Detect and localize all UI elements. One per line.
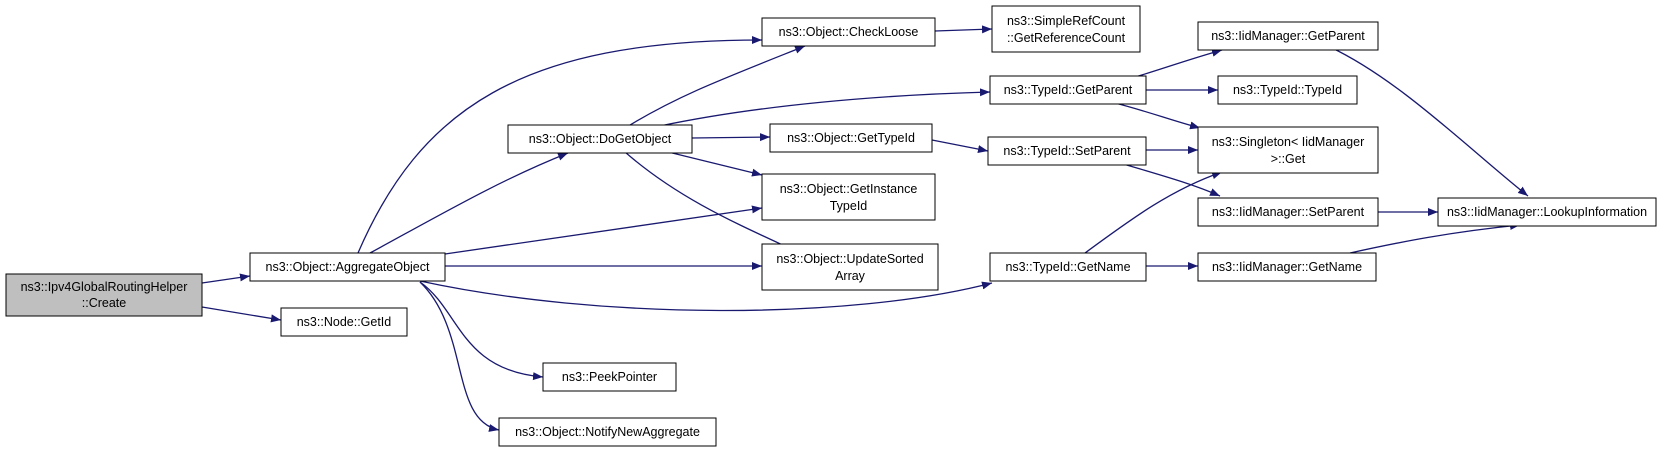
edge-create-getid: [201, 306, 282, 323]
node-label: ns3::IidManager::GetName: [1212, 260, 1362, 274]
node-label: ns3::PeekPointer: [562, 370, 657, 384]
node-label: ns3::Object::GetInstance: [780, 182, 918, 196]
nodes: ns3::Ipv4GlobalRoutingHelper ::Create ns…: [5, 5, 1657, 447]
node-label: ns3::Ipv4GlobalRoutingHelper: [21, 280, 188, 294]
node-label: ::Create: [82, 296, 127, 310]
edge-aggregate-dogetobject: [369, 152, 569, 254]
edge-tid-getparent-singleton: [1114, 102, 1201, 130]
node-label: ns3::IidManager::LookupInformation: [1447, 205, 1647, 219]
node-typeid-get-parent[interactable]: ns3::TypeId::GetParent: [989, 75, 1147, 105]
edge-aggregate-notify: [419, 281, 500, 432]
node-label: ns3::TypeId::SetParent: [1003, 144, 1131, 158]
edge-aggregate-tid-getname: [419, 280, 993, 312]
node-label: ns3::TypeId::GetParent: [1004, 83, 1133, 97]
edge-aggregate-getinstance: [444, 205, 763, 255]
node-label: ns3::Singleton< IidManager: [1212, 135, 1365, 149]
edge-dogetobject-checkloose: [629, 45, 806, 126]
node-get-type-id[interactable]: ns3::Object::GetTypeId: [769, 123, 933, 153]
edge-gettypeid-tid-setparent: [931, 139, 989, 153]
node-notify-new-aggregate[interactable]: ns3::Object::NotifyNewAggregate: [498, 417, 717, 447]
node-lookup-information[interactable]: ns3::IidManager::LookupInformation: [1437, 197, 1657, 227]
edge-dogetobject-gettypeid: [691, 133, 771, 142]
edge-dogetobject-getinstance: [659, 149, 763, 177]
node-iidmanager-get-name[interactable]: ns3::IidManager::GetName: [1197, 252, 1377, 282]
node-label: ns3::IidManager::SetParent: [1212, 205, 1365, 219]
edge-aggregate-checkloose: [357, 36, 763, 254]
node-label: ns3::Object::DoGetObject: [529, 132, 672, 146]
node-label: ns3::Object::NotifyNewAggregate: [515, 425, 700, 439]
edge-checkloose-refcount: [934, 25, 993, 34]
node-check-loose[interactable]: ns3::Object::CheckLoose: [761, 17, 936, 47]
edge-iid-getparent-lookup: [1329, 46, 1529, 197]
node-label: ns3::Object::UpdateSorted: [776, 252, 923, 266]
edge-create-aggregate: [201, 273, 251, 284]
node-label: ns3::TypeId::TypeId: [1233, 83, 1342, 97]
node-peek-pointer[interactable]: ns3::PeekPointer: [542, 362, 677, 392]
node-label: ::GetReferenceCount: [1007, 31, 1126, 45]
node-aggregate-object[interactable]: ns3::Object::AggregateObject: [249, 252, 446, 282]
node-label: TypeId: [830, 199, 868, 213]
node-create[interactable]: ns3::Ipv4GlobalRoutingHelper ::Create: [5, 273, 203, 317]
edge-tid-setparent-iid-setparent: [1119, 162, 1221, 197]
node-get-id[interactable]: ns3::Node::GetId: [280, 307, 408, 337]
node-typeid-get-name[interactable]: ns3::TypeId::GetName: [989, 252, 1147, 282]
edge-iid-getname-lookup: [1349, 222, 1521, 254]
node-label: ns3::IidManager::GetParent: [1211, 29, 1365, 43]
node-label: ns3::TypeId::GetName: [1005, 260, 1130, 274]
edge-tid-getname-singleton: [1084, 171, 1223, 254]
node-label: ns3::SimpleRefCount: [1007, 14, 1126, 28]
node-get-instance-type-id[interactable]: ns3::Object::GetInstance TypeId: [761, 173, 936, 221]
node-typeid-set-parent[interactable]: ns3::TypeId::SetParent: [987, 136, 1147, 166]
edge-dogetobject-tid-getparent: [659, 88, 991, 127]
node-label: ns3::Node::GetId: [297, 315, 392, 329]
node-do-get-object[interactable]: ns3::Object::DoGetObject: [507, 124, 693, 154]
node-label: ns3::Object::AggregateObject: [266, 260, 431, 274]
node-label: ns3::Object::GetTypeId: [787, 131, 915, 145]
node-iidmanager-get-parent[interactable]: ns3::IidManager::GetParent: [1197, 21, 1379, 51]
edge-dogetobject-updatesorted: [624, 151, 801, 254]
node-label: >::Get: [1271, 152, 1306, 166]
node-label: ns3::Object::CheckLoose: [779, 25, 919, 39]
node-typeid-typeid[interactable]: ns3::TypeId::TypeId: [1217, 75, 1358, 105]
node-iidmanager-set-parent[interactable]: ns3::IidManager::SetParent: [1197, 197, 1379, 227]
node-get-reference-count[interactable]: ns3::SimpleRefCount ::GetReferenceCount: [991, 5, 1141, 53]
node-singleton-get[interactable]: ns3::Singleton< IidManager >::Get: [1197, 126, 1379, 174]
edges: [201, 25, 1529, 432]
edge-aggregate-peekpointer: [419, 281, 544, 381]
node-label: Array: [835, 269, 866, 283]
node-update-sorted-array[interactable]: ns3::Object::UpdateSorted Array: [761, 243, 939, 291]
